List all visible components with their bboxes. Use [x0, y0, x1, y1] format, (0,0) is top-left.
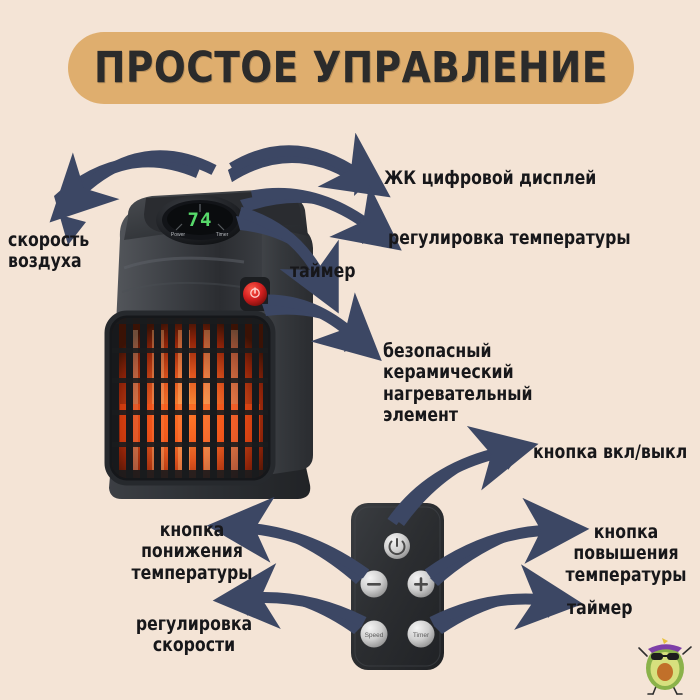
- remote-timer-button: [407, 620, 435, 648]
- control-dial: [156, 195, 244, 245]
- arrow-timer-top: [236, 216, 334, 294]
- heater-base: [109, 440, 311, 499]
- grille-louvres: [112, 318, 268, 478]
- grille-recess: [107, 313, 273, 483]
- arrowline-lcd-display: [229, 132, 391, 198]
- lcd-display-screen: [167, 203, 233, 235]
- arrow-ceramic-element: [262, 303, 366, 352]
- callout-power-switch: кнопка вкл/выкл: [533, 441, 688, 463]
- ceramic-element-stripes: [120, 330, 260, 470]
- heater-side-panel: [243, 215, 313, 478]
- callout-timer-bottom: таймер: [567, 597, 633, 619]
- callout-lcd-display: ЖК цифровой дисплей: [384, 167, 597, 189]
- remote-timer-label: Timer: [413, 632, 430, 639]
- remote-control-illustration: Speed Timer: [351, 503, 444, 670]
- power-switch-housing: [240, 277, 270, 311]
- heater-top-shell: [124, 190, 308, 240]
- arrow-lcd-display: [228, 151, 370, 196]
- display-value: 74: [188, 209, 213, 231]
- callout-temp-down: кнопка понижения температуры: [131, 519, 253, 584]
- remote-speed-label: Speed: [365, 632, 384, 639]
- mascot-hat: [648, 644, 682, 653]
- remote-speed-button: [360, 620, 388, 648]
- callout-timer-top: таймер: [290, 260, 356, 282]
- arrow-power-switch: [396, 450, 522, 526]
- heater-top-deck: [144, 191, 302, 232]
- remote-body: [351, 503, 444, 670]
- arrow-temp-control: [240, 194, 384, 244]
- callout-speed-control: регулировка скорости: [135, 613, 253, 657]
- arrowline-temp-up: [424, 497, 590, 579]
- arrowline-ceramic-element: [267, 292, 382, 362]
- mascot-sunglasses: [651, 653, 679, 660]
- callout-ceramic-element: безопасный керамический нагревательный э…: [383, 340, 533, 426]
- callout-air-speed: скорость воздуха: [8, 229, 90, 273]
- mascot-hat-tip: [662, 638, 668, 644]
- arrow-temp-up: [430, 528, 568, 586]
- power-switch-button: [243, 282, 267, 306]
- avocado-mascot: [638, 638, 692, 695]
- title-banner: ПРОСТОЕ УПРАВЛЕНИЕ: [68, 32, 634, 104]
- arrow-timer-bottom: [434, 598, 564, 634]
- grille-cross-bars: [112, 318, 268, 478]
- heating-element-glow: [112, 318, 268, 478]
- dial-label-power: Power: [171, 232, 186, 238]
- callout-temp-control: регулировка температуры: [388, 227, 631, 249]
- arrowline-air-speed: [49, 150, 217, 223]
- remote-power-button: [384, 533, 410, 559]
- arrowline-temp-control: [250, 184, 402, 251]
- arrowline-timer-bottom: [429, 564, 584, 630]
- callout-temp-up: кнопка повышения температуры: [565, 521, 687, 586]
- remote-temp-down-button: [360, 570, 388, 598]
- page-title: ПРОСТОЕ УПРАВЛЕНИЕ: [94, 43, 608, 93]
- dial-label-timer: Timer: [216, 232, 229, 238]
- remote-temp-up-button: [407, 570, 435, 598]
- mascot-pit: [657, 663, 673, 681]
- arrowline-power-switch: [387, 426, 539, 526]
